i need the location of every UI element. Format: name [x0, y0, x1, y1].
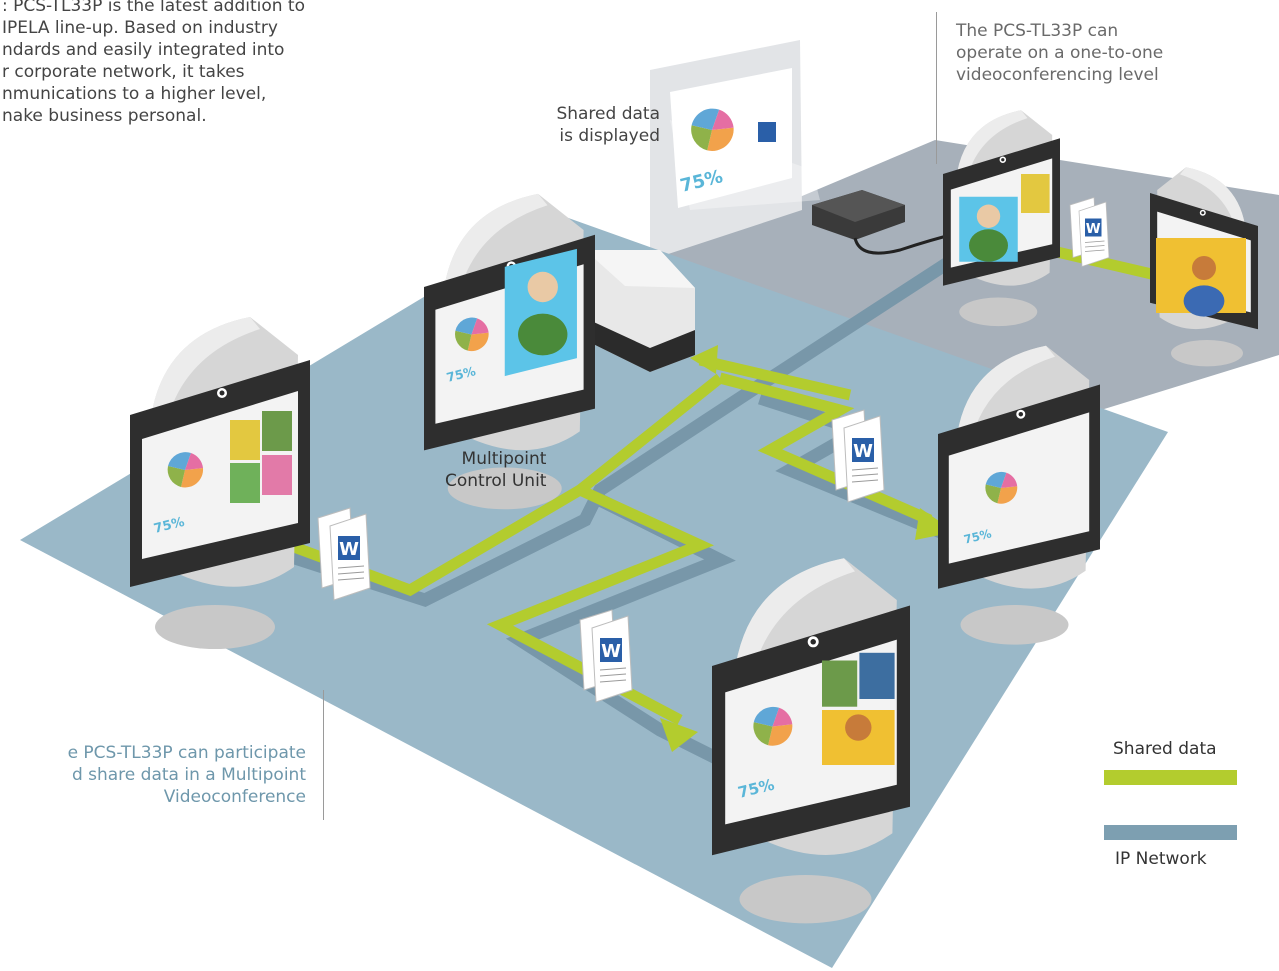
svg-text:75%: 75% [962, 526, 993, 546]
document-stack-room [1069, 197, 1110, 267]
intro-text: : PCS-TL33P is the latest addition to IP… [2, 0, 305, 126]
legend-shared-swatch [1104, 770, 1237, 785]
multipoint-control-unit [585, 250, 695, 372]
multipoint-divider [323, 690, 324, 820]
terminal-bottom: 75% [712, 558, 910, 924]
multipoint-text: e PCS-TL33P can participate d share data… [67, 743, 306, 807]
one-to-one-text: The PCS-TL33P can operate on a one-to-on… [956, 21, 1164, 85]
terminal-right: 75% [938, 345, 1100, 645]
projected-screen: 75% [670, 68, 792, 208]
document-stack-left [317, 507, 371, 601]
svg-text:75%: 75% [152, 515, 186, 537]
terminal-left: 75% [130, 317, 310, 649]
svg-text:75%: 75% [445, 364, 477, 385]
terminal-main: 75% [424, 193, 595, 510]
legend-shared-label: Shared data [1113, 739, 1217, 759]
mcu-label: Multipoint Control Unit [445, 449, 547, 491]
legend-network-swatch [1104, 825, 1237, 840]
terminal-room-back [1150, 167, 1258, 367]
one-to-one-divider [936, 12, 937, 164]
document-stack-bottom [579, 609, 633, 703]
document-stack-right [831, 409, 885, 503]
legend-network-label: IP Network [1115, 849, 1207, 869]
shared-displayed-label: Shared data is displayed [556, 104, 660, 146]
terminal-room-front [943, 110, 1060, 327]
